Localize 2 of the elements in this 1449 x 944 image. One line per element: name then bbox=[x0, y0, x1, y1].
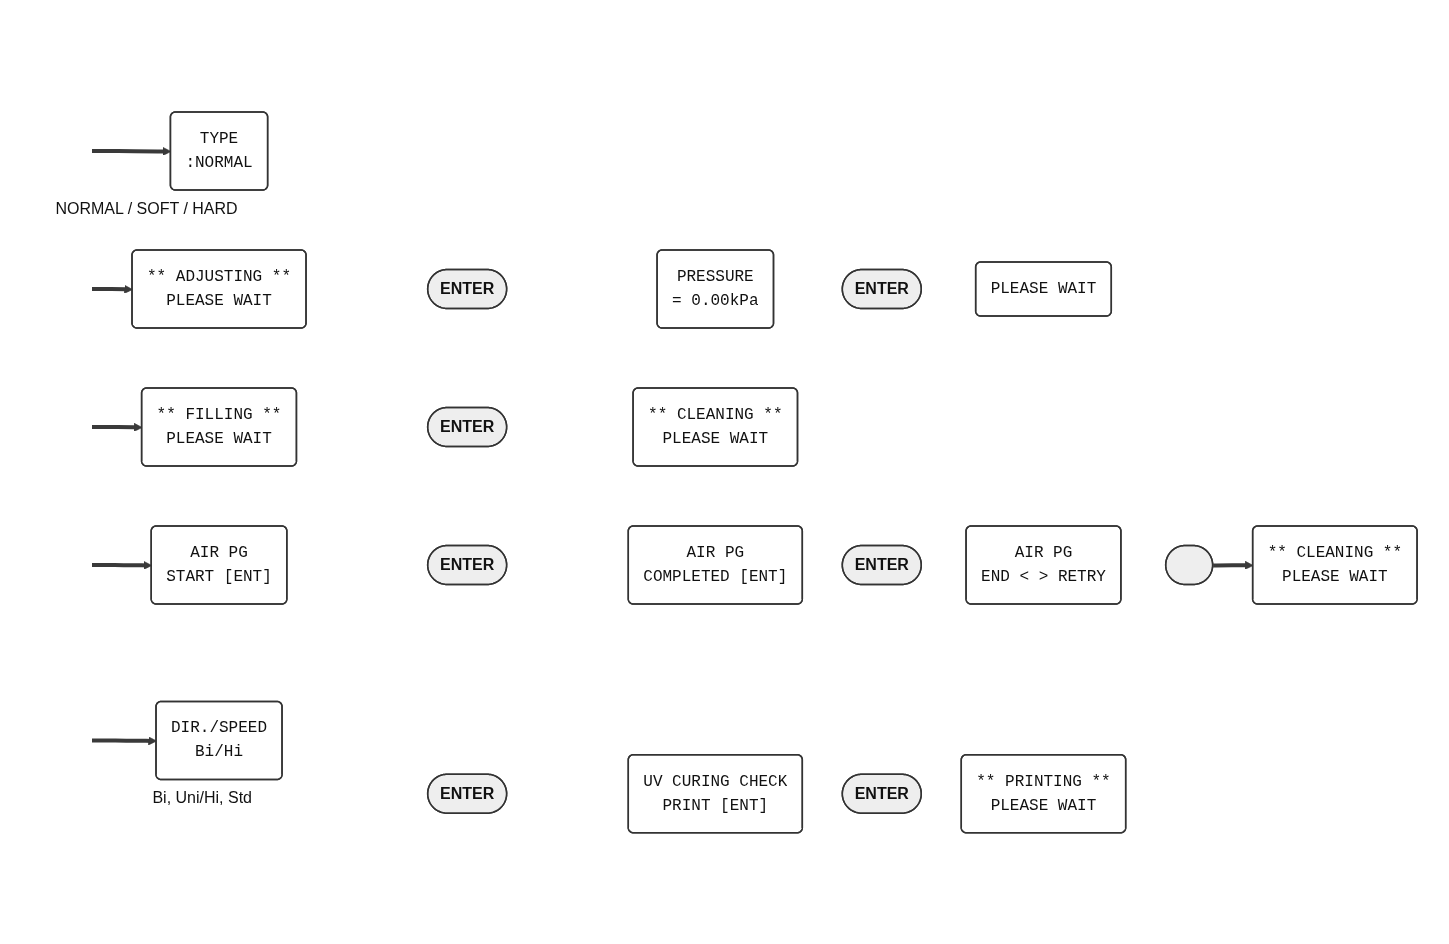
node-label: NORMAL / SOFT / HARD bbox=[55, 199, 238, 217]
node-label: Bi, Uni/Hi, Std bbox=[152, 789, 252, 807]
